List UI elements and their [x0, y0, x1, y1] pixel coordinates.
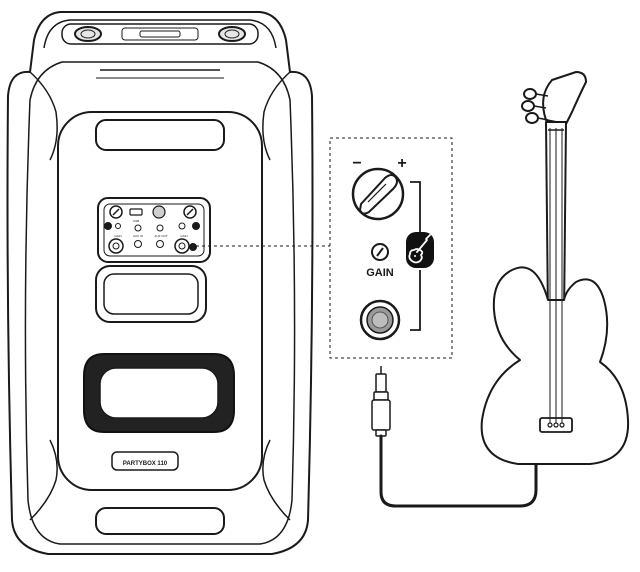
speaker-body	[6, 11, 314, 555]
guitar-headstock	[542, 71, 587, 125]
right-gain-label: GAIN	[180, 234, 187, 238]
gain-knob-icon[interactable]	[351, 167, 405, 221]
bottom-slot	[95, 507, 225, 535]
left-input-jack[interactable]	[108, 238, 124, 254]
left-gain-label: GAIN	[114, 234, 121, 238]
upper-slot	[95, 119, 225, 151]
guitar-icon	[406, 232, 434, 268]
usb-port[interactable]	[129, 208, 143, 216]
center-knob[interactable]	[152, 205, 166, 219]
gain-plus-label: +	[397, 155, 406, 172]
top-control-strip	[61, 23, 259, 45]
callout-box: − + GAIN	[329, 137, 453, 359]
guitar-body	[480, 266, 630, 465]
electric-guitar	[480, 71, 630, 465]
aux-in-label: AUX IN	[133, 234, 143, 238]
left-gain-knob[interactable]	[109, 205, 123, 219]
gain-small-icon	[371, 243, 389, 261]
callout-bracket	[410, 181, 421, 331]
gain-minus-label: −	[352, 155, 361, 172]
top-handle	[43, 19, 277, 49]
front-panel	[57, 111, 263, 491]
input-jack-icon[interactable]	[359, 299, 401, 341]
right-input-jack[interactable]	[174, 238, 190, 254]
model-label: PARTYBOX 110	[123, 461, 168, 467]
speaker	[6, 11, 314, 555]
lower-window	[95, 265, 207, 323]
control-panel[interactable]	[97, 197, 211, 263]
model-badge	[111, 451, 179, 471]
usb-label: USB	[133, 219, 139, 223]
guitar-cable	[379, 428, 538, 508]
aux-out-label: AUX OUT	[154, 234, 168, 238]
gain-label: GAIN	[366, 267, 394, 279]
jack-plug-icon	[371, 366, 391, 437]
right-gain-knob[interactable]	[183, 205, 197, 219]
